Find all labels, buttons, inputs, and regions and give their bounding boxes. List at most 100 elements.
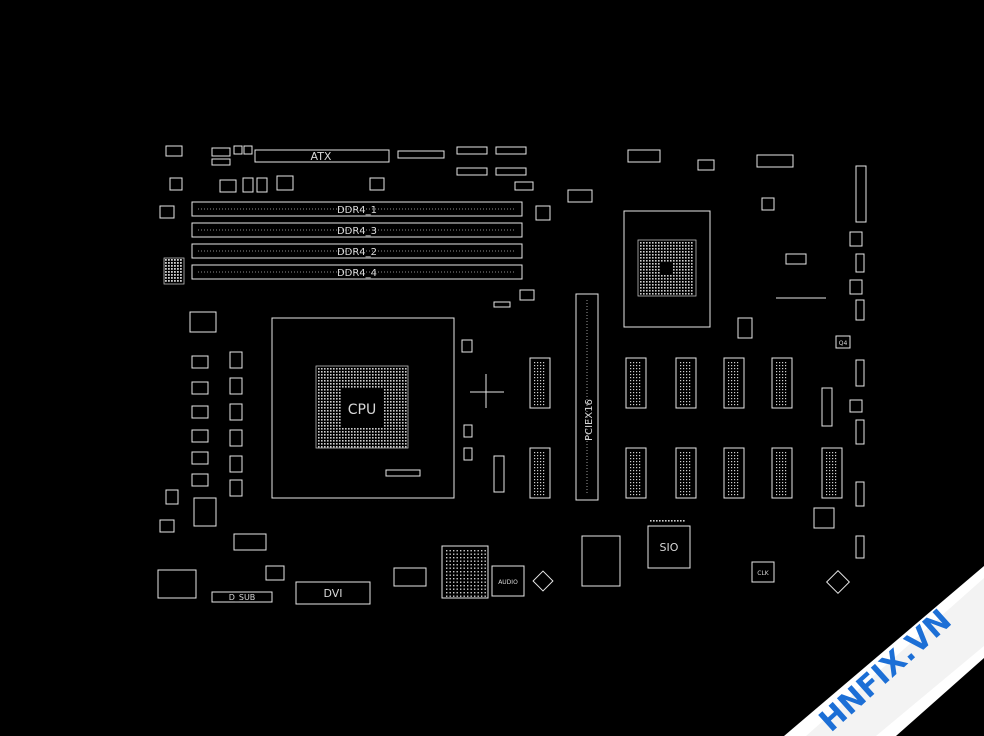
pin-pad — [339, 434, 341, 436]
pin-pad — [728, 470, 730, 472]
pin-pad — [659, 520, 661, 522]
pin-pad — [737, 362, 739, 364]
pin-pad — [728, 365, 730, 367]
pin-pad — [342, 446, 344, 448]
pin-pad — [680, 398, 682, 400]
pin-pad — [785, 473, 787, 475]
pin-pad — [655, 281, 657, 283]
pin-pad — [683, 476, 685, 478]
pin-pad — [354, 371, 356, 373]
pin-pad — [633, 479, 635, 481]
pin-pad — [630, 395, 632, 397]
pin-pad — [734, 395, 736, 397]
pin-pad — [330, 392, 332, 394]
pin-pad — [405, 401, 407, 403]
pin-pad — [731, 482, 733, 484]
pin-pad — [453, 564, 455, 566]
pin-pad — [357, 431, 359, 433]
pin-pad — [399, 380, 401, 382]
pin-pad — [832, 491, 834, 493]
pin-pad — [470, 585, 472, 587]
pin-pad — [171, 265, 173, 267]
pin-pad — [318, 416, 320, 418]
pin-pad — [333, 380, 335, 382]
pin-pad — [728, 392, 730, 394]
pin-pad — [639, 482, 641, 484]
pin-pad — [534, 401, 536, 403]
pin-pad — [453, 560, 455, 562]
pin-pad — [540, 458, 542, 460]
pin-pad — [636, 401, 638, 403]
pin-pad — [470, 553, 472, 555]
pin-pad — [537, 374, 539, 376]
pin-pad — [673, 242, 675, 244]
pin-pad — [165, 259, 167, 261]
pin-pad — [683, 455, 685, 457]
pin-pad — [336, 431, 338, 433]
pin-pad — [689, 389, 691, 391]
pin-pad — [737, 479, 739, 481]
pin-pad — [321, 389, 323, 391]
pin-pad — [639, 368, 641, 370]
pin-pad — [673, 260, 675, 262]
pin-pad — [339, 383, 341, 385]
pin-pad — [318, 383, 320, 385]
pin-pad — [835, 476, 837, 478]
pin-pad — [357, 437, 359, 439]
pin-pad — [661, 260, 663, 262]
pin-pad — [369, 431, 371, 433]
dvi-label: DVI — [323, 587, 342, 600]
pin-pad — [829, 491, 831, 493]
pin-pad — [342, 428, 344, 430]
pin-pad — [689, 482, 691, 484]
pin-pad — [336, 380, 338, 382]
pin-pad — [540, 461, 542, 463]
pin-pad — [633, 374, 635, 376]
pin-pad — [333, 395, 335, 397]
pin-pad — [384, 419, 386, 421]
pin-pad — [321, 443, 323, 445]
pin-pad — [327, 386, 329, 388]
pin-pad — [381, 380, 383, 382]
pin-pad — [664, 275, 666, 277]
pin-pad — [534, 461, 536, 463]
pin-pad — [481, 585, 483, 587]
pin-pad — [731, 377, 733, 379]
pin-pad — [680, 371, 682, 373]
pin-pad — [384, 431, 386, 433]
pin-pad — [390, 371, 392, 373]
pin-pad — [728, 491, 730, 493]
pin-pad — [665, 520, 667, 522]
pin-pad — [384, 428, 386, 430]
pin-pad — [330, 431, 332, 433]
pin-pad — [691, 254, 693, 256]
pin-pad — [333, 425, 335, 427]
pin-pad — [366, 443, 368, 445]
pin-pad — [639, 485, 641, 487]
pin-pad — [686, 476, 688, 478]
pin-pad — [339, 368, 341, 370]
pin-pad — [734, 479, 736, 481]
pin-pad — [630, 368, 632, 370]
pin-pad — [345, 437, 347, 439]
pin-pad — [318, 386, 320, 388]
pin-pad — [318, 425, 320, 427]
pin-pad — [826, 461, 828, 463]
pin-pad — [399, 389, 401, 391]
pin-pad — [381, 431, 383, 433]
pin-pad — [649, 278, 651, 280]
pin-pad — [456, 564, 458, 566]
pin-pad — [387, 392, 389, 394]
pin-pad — [737, 374, 739, 376]
pin-pad — [477, 560, 479, 562]
pin-pad — [776, 479, 778, 481]
pin-pad — [345, 386, 347, 388]
pin-pad — [680, 473, 682, 475]
pin-pad — [390, 413, 392, 415]
pin-pad — [477, 564, 479, 566]
pin-pad — [453, 581, 455, 583]
pin-pad — [339, 419, 341, 421]
pin-pad — [390, 440, 392, 442]
pin-pad — [673, 269, 675, 271]
pin-pad — [826, 470, 828, 472]
